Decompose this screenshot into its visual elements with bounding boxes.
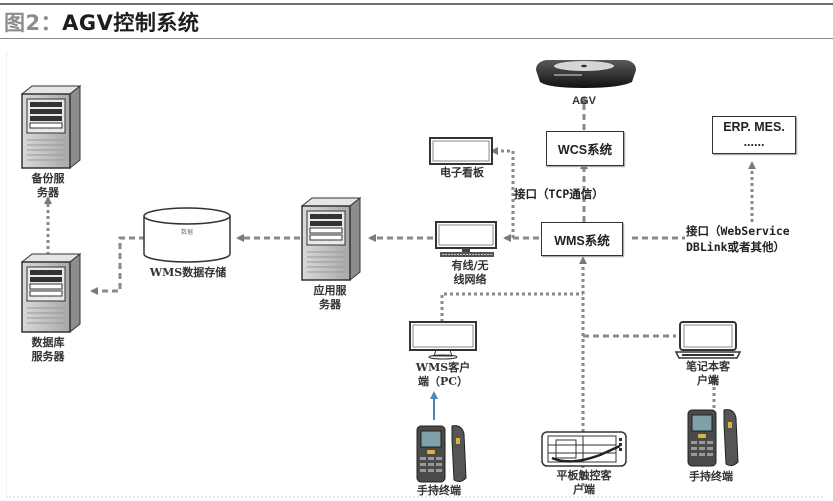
webservice-interface-line2: DBLink或者其他） bbox=[686, 240, 786, 254]
wms-client-label-line2: 端（PC） bbox=[417, 375, 469, 388]
link-storage-to-dbserver bbox=[90, 236, 145, 295]
handheld-terminal-right-icon bbox=[687, 409, 739, 467]
backup-server-label: 备份服 务器 bbox=[18, 172, 78, 200]
webservice-interface-label: 接口（WebService DBLink或者其他） bbox=[686, 223, 790, 255]
wcs-system-box: WCS系统 bbox=[546, 131, 624, 166]
db-server-label-line1: 数据库 bbox=[31, 336, 65, 349]
webservice-interface-line1: 接口（WebService bbox=[686, 224, 790, 238]
network-label-line1: 有线/无 bbox=[451, 259, 489, 272]
tablet-label: 平板触控客 户端 bbox=[540, 469, 628, 497]
figure-title: 图2：AGV控制系统 bbox=[4, 7, 199, 37]
handheld-right-label: 手持终端 bbox=[689, 470, 733, 483]
erp-mes-label: ERP. MES. bbox=[723, 120, 785, 134]
backup-server-label-line2: 务器 bbox=[37, 186, 59, 199]
db-server-label: 数据库 服务器 bbox=[18, 336, 78, 364]
laptop-label: 笔记本客 户端 bbox=[670, 360, 746, 388]
app-server-label-line2: 务器 bbox=[319, 298, 341, 311]
link-pc-client bbox=[440, 292, 583, 322]
diagram-frame bbox=[6, 52, 823, 498]
electronic-board-icon bbox=[429, 137, 493, 165]
laptop-label-line2: 户端 bbox=[697, 374, 719, 387]
backup-server-icon bbox=[20, 84, 82, 170]
figure-number: 图2： bbox=[4, 11, 63, 35]
app-server-label-line1: 应用服 bbox=[313, 284, 347, 297]
storage-label: WMS数据存储 bbox=[149, 266, 227, 279]
handheld-left-label: 手持终端 bbox=[417, 484, 461, 497]
storage-inner-label: 数据 bbox=[180, 229, 193, 236]
header-rule-bottom bbox=[0, 38, 833, 39]
wms-client-label-line1: WMS客户 bbox=[415, 361, 471, 374]
pc-monitor-icon bbox=[409, 321, 477, 360]
header-rule-top bbox=[0, 3, 833, 5]
app-server-icon bbox=[300, 196, 362, 282]
database-server-icon bbox=[20, 252, 82, 334]
wms-system-box: WMS系统 bbox=[541, 222, 623, 256]
tcp-interface-label: 接口（TCP通信） bbox=[514, 187, 604, 201]
backup-server-label-line1: 备份服 bbox=[31, 172, 65, 185]
agv-label: AGV bbox=[572, 95, 596, 107]
tablet-label-line2: 户端 bbox=[573, 483, 595, 496]
erp-mes-box: ERP. MES. ...... bbox=[712, 116, 796, 154]
laptop-label-line1: 笔记本客 bbox=[686, 360, 730, 373]
handheld-terminal-left-icon bbox=[416, 425, 467, 483]
laptop-icon bbox=[674, 321, 742, 359]
db-server-label-line2: 服务器 bbox=[31, 350, 65, 363]
tablet-label-line1: 平板触控客 bbox=[556, 469, 612, 482]
app-server-label: 应用服 务器 bbox=[300, 284, 360, 312]
agv-device-icon bbox=[536, 60, 636, 88]
erp-mes-ellipsis: ...... bbox=[743, 135, 765, 149]
wms-client-label: WMS客户 端（PC） bbox=[406, 361, 480, 389]
network-label-line2: 线网络 bbox=[453, 273, 487, 286]
tablet-icon bbox=[541, 431, 627, 467]
electronic-board-label: 电子看板 bbox=[440, 166, 484, 179]
link-to-board bbox=[490, 147, 515, 238]
network-label: 有线/无 线网络 bbox=[440, 259, 500, 287]
storage-cylinder-icon bbox=[143, 207, 231, 263]
figure-title-text: AGV控制系统 bbox=[62, 11, 200, 35]
network-pc-icon bbox=[435, 221, 497, 257]
